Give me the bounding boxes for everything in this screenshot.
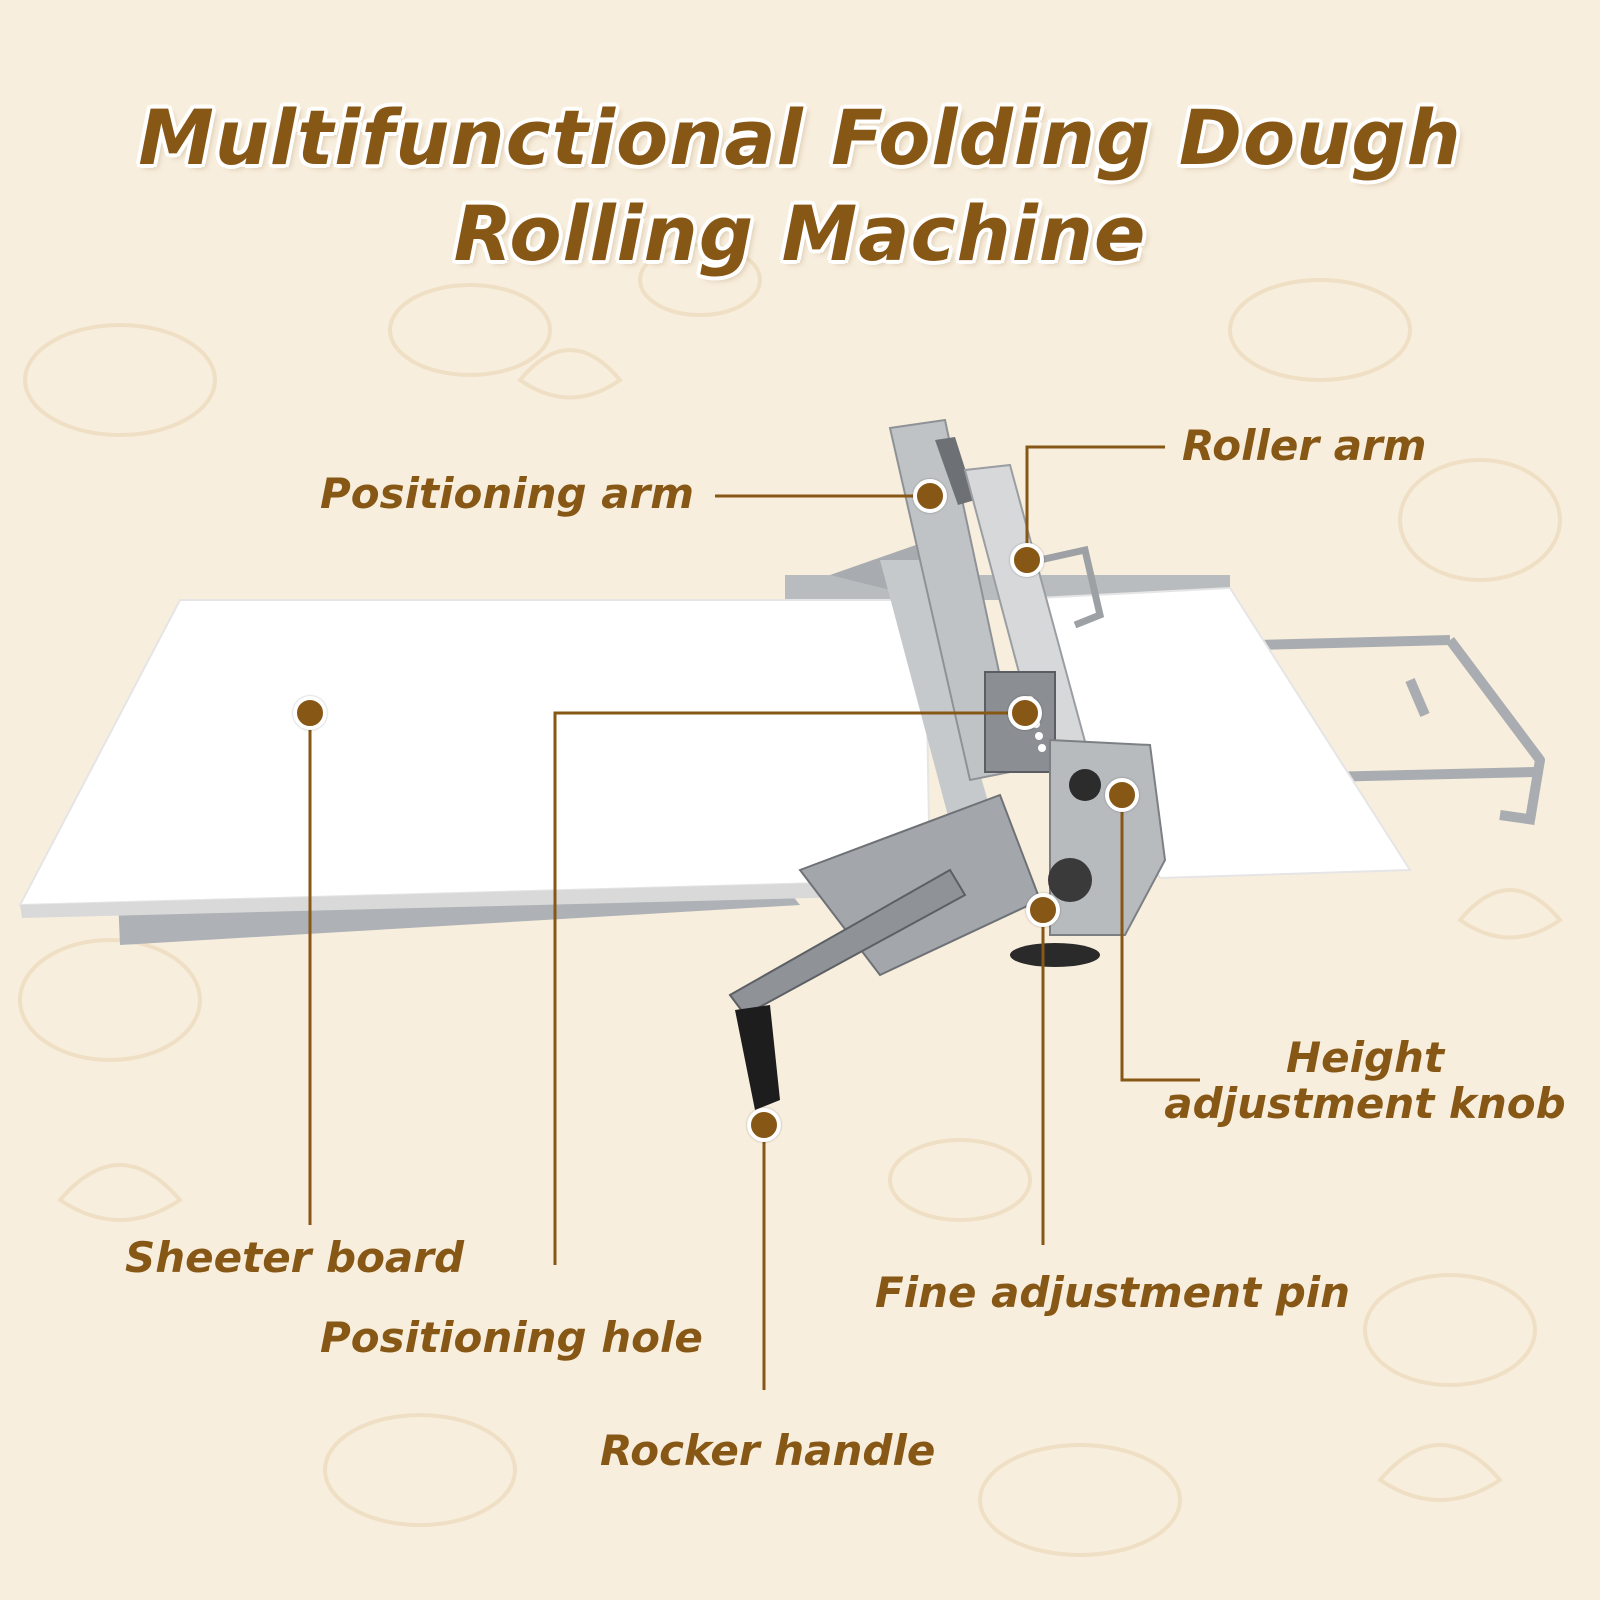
sheeter-board-marker	[293, 696, 327, 730]
label-roller-arm: Roller arm	[1182, 421, 1427, 470]
label-height-adjustment-knob: Height adjustment knob	[1160, 1035, 1570, 1127]
page-title: Multifunctional Folding Dough Rolling Ma…	[0, 90, 1600, 282]
crank-arm	[728, 868, 967, 1017]
title-line-2: Rolling Machine	[453, 189, 1147, 278]
label-positioning-arm: Positioning arm	[320, 469, 695, 518]
rocker-handle-marker	[747, 1108, 781, 1142]
roller	[880, 560, 1010, 880]
positioning-arm-marker	[913, 479, 947, 513]
roller-arm-handle	[1039, 545, 1105, 629]
height-knob-body	[1069, 769, 1101, 801]
label-height-line-1: Height	[1285, 1033, 1445, 1082]
label-rocker-handle: Rocker handle	[600, 1426, 936, 1475]
height-adjustment-knob-marker	[1105, 778, 1139, 812]
label-positioning-hole: Positioning hole	[320, 1313, 703, 1362]
roller-arm-marker	[1010, 543, 1044, 577]
title-line-1: Multifunctional Folding Dough	[138, 93, 1462, 182]
positioning-hole-marker	[1008, 696, 1042, 730]
label-fine-adjustment-pin: Fine adjustment pin	[875, 1268, 1351, 1317]
label-height-line-2: adjustment knob	[1164, 1079, 1566, 1128]
label-sheeter-board: Sheeter board	[125, 1233, 465, 1282]
rocker-handle-grip	[735, 1005, 780, 1110]
fine-adjustment-pin-marker	[1026, 893, 1060, 927]
